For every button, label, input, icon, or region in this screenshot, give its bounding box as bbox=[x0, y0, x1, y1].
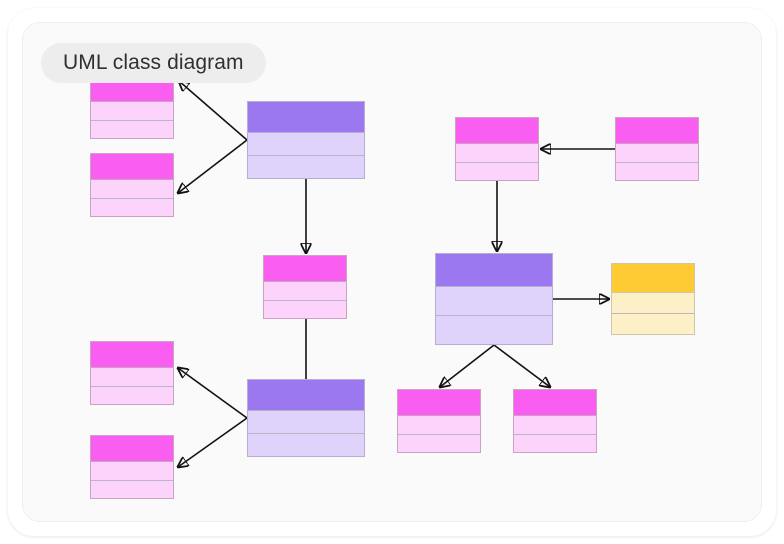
class-box-n2[interactable] bbox=[90, 153, 174, 217]
edge-n3-n2 bbox=[178, 139, 248, 193]
class-box-methods bbox=[514, 434, 596, 452]
class-box-methods bbox=[91, 386, 173, 404]
class-box-n10[interactable] bbox=[90, 435, 174, 499]
class-box-methods bbox=[436, 316, 552, 344]
class-box-attributes bbox=[436, 287, 552, 316]
class-box-attributes bbox=[264, 282, 346, 301]
class-box-header bbox=[612, 264, 694, 293]
edge-n7-n13 bbox=[493, 344, 550, 387]
class-box-n11[interactable] bbox=[247, 379, 365, 457]
class-box-attributes bbox=[456, 144, 538, 163]
edge-n11-n9 bbox=[178, 368, 248, 419]
diagram-canvas[interactable]: UML class diagram bbox=[22, 22, 762, 522]
class-box-header bbox=[264, 256, 346, 282]
class-box-header bbox=[456, 118, 538, 144]
class-box-n3[interactable] bbox=[247, 101, 365, 179]
page-title: UML class diagram bbox=[63, 51, 244, 74]
class-box-methods bbox=[248, 156, 364, 178]
class-box-header bbox=[398, 390, 480, 416]
class-box-methods bbox=[91, 480, 173, 498]
class-box-attributes bbox=[514, 416, 596, 435]
class-box-methods bbox=[616, 162, 698, 180]
class-box-attributes bbox=[612, 293, 694, 314]
class-box-attributes bbox=[248, 411, 364, 434]
class-box-attributes bbox=[616, 144, 698, 163]
class-box-n13[interactable] bbox=[513, 389, 597, 453]
class-box-header bbox=[91, 342, 173, 368]
class-box-attributes bbox=[91, 368, 173, 387]
class-box-attributes bbox=[398, 416, 480, 435]
class-box-methods bbox=[456, 162, 538, 180]
class-box-header bbox=[91, 436, 173, 462]
edge-n11-n10 bbox=[178, 417, 248, 467]
edge-n7-n12 bbox=[440, 344, 495, 387]
class-box-n8[interactable] bbox=[611, 263, 695, 335]
class-box-n7[interactable] bbox=[435, 253, 553, 345]
class-box-header bbox=[436, 254, 552, 287]
class-box-n12[interactable] bbox=[397, 389, 481, 453]
class-box-methods bbox=[612, 314, 694, 334]
class-box-methods bbox=[91, 198, 173, 216]
diagram-title-pill[interactable]: UML class diagram bbox=[41, 43, 266, 83]
class-box-attributes bbox=[91, 102, 173, 121]
class-box-attributes bbox=[91, 462, 173, 481]
class-box-n4[interactable] bbox=[455, 117, 539, 181]
class-box-methods bbox=[91, 120, 173, 138]
class-box-n5[interactable] bbox=[615, 117, 699, 181]
class-box-header bbox=[514, 390, 596, 416]
class-box-methods bbox=[398, 434, 480, 452]
class-box-header bbox=[248, 102, 364, 133]
class-box-n6[interactable] bbox=[263, 255, 347, 319]
class-box-header bbox=[91, 154, 173, 180]
class-box-attributes bbox=[248, 133, 364, 156]
app-card: UML class diagram bbox=[8, 8, 776, 536]
class-box-header bbox=[616, 118, 698, 144]
class-box-attributes bbox=[91, 180, 173, 199]
class-box-n9[interactable] bbox=[90, 341, 174, 405]
class-box-n1[interactable] bbox=[90, 75, 174, 139]
class-box-methods bbox=[264, 300, 346, 318]
edge-n3-n1 bbox=[179, 81, 248, 141]
class-box-methods bbox=[248, 434, 364, 456]
class-box-header bbox=[248, 380, 364, 411]
